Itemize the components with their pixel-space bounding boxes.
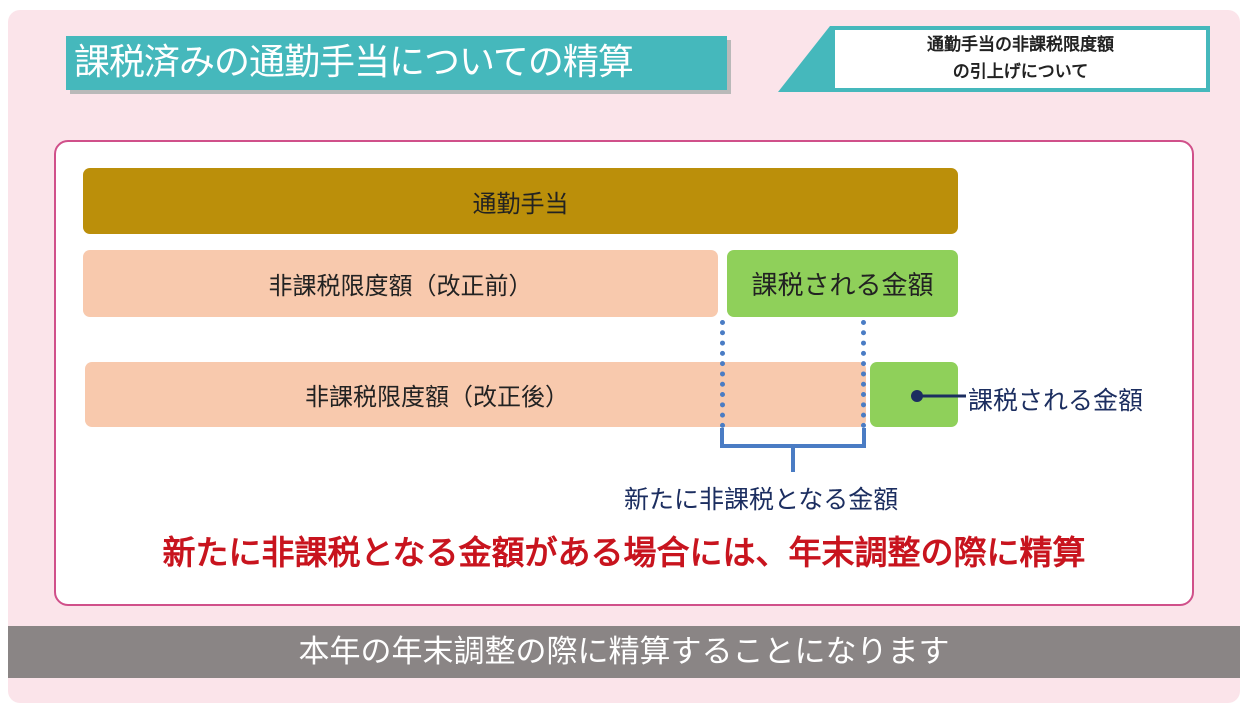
topic-badge: 通勤手当の非課税限度額 の引上げについて (835, 30, 1206, 88)
dotted-guide-right (861, 320, 866, 428)
dotted-guide-left (720, 320, 725, 428)
new-exempt-label: 新たに非課税となる金額 (624, 485, 899, 514)
bracket (720, 428, 866, 472)
topic-badge-line1: 通勤手当の非課税限度額 (927, 35, 1114, 55)
subtitle-caption: 本年の年末調整の際に精算することになります (8, 626, 1240, 678)
taxed-amount-callout: 課税される金額 (968, 386, 1144, 415)
slide-title: 課税済みの通勤手当についての精算 (66, 36, 727, 90)
taxed-amount-before-bar: 課税される金額 (727, 250, 958, 317)
settlement-note: 新たに非課税となる金額がある場合には、年末調整の際に精算 (162, 533, 1086, 572)
exempt-limit-before-bar: 非課税限度額（改正前） (83, 250, 718, 317)
topic-badge-line2: の引上げについて (952, 62, 1089, 82)
commute-allowance-bar: 通勤手当 (83, 168, 958, 234)
exempt-limit-after-bar: 非課税限度額（改正後） (85, 362, 866, 427)
